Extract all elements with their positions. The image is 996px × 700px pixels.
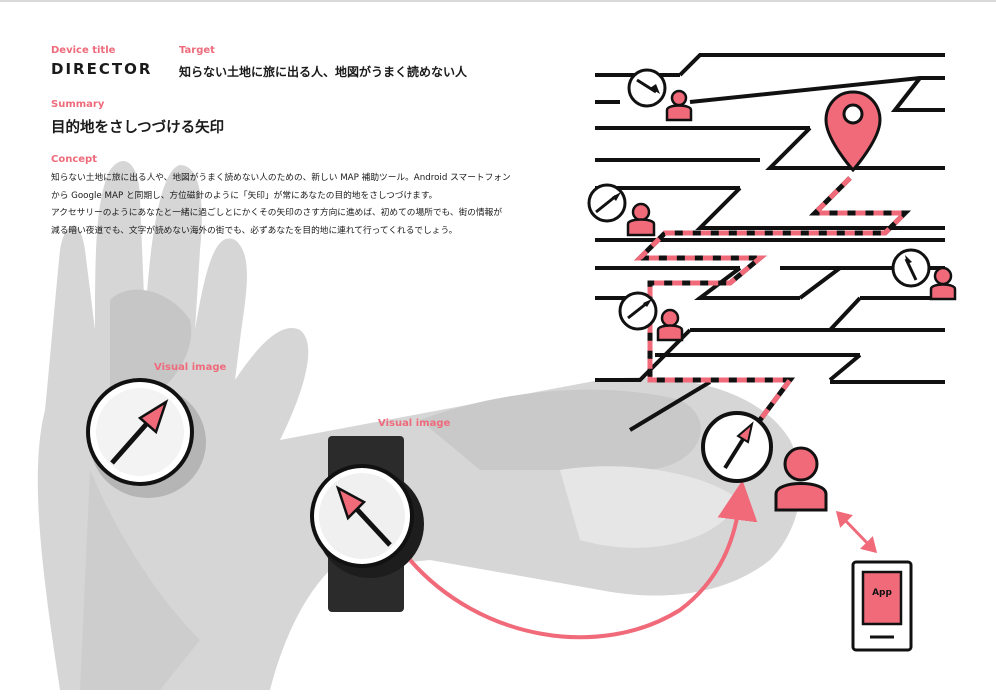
device-title-label: Device title <box>51 45 116 56</box>
map-compass-1 <box>627 68 667 108</box>
summary-text: 目的地をさしつづける矢印 <box>51 120 225 136</box>
route-path <box>633 176 912 422</box>
concept-line-3: アクセサリーのようにあなたと一緒に過ごしとにかくその矢印のさす方向に進めば、初め… <box>51 208 503 218</box>
summary-label: Summary <box>51 99 105 110</box>
map-compass-4 <box>618 291 658 331</box>
palm-compass <box>86 378 206 498</box>
app-screen-label: App <box>872 588 892 598</box>
wrist-watch <box>310 436 424 612</box>
person-icon-2 <box>626 202 656 237</box>
device-title: DIRECTOR <box>51 60 153 78</box>
concept-line-4: 減る暗い夜道でも、文字が読めない海外の街でも、必ずあなたを目的地に連れて行ってく… <box>51 225 458 236</box>
large-compass-icon <box>701 411 773 483</box>
person-icon-1 <box>665 89 693 122</box>
concept-label: Concept <box>51 154 97 165</box>
large-person-icon <box>774 446 828 512</box>
person-icon-4 <box>656 308 684 342</box>
map-compass-3 <box>891 248 931 288</box>
person-icon-3 <box>929 266 957 301</box>
map-compass-2 <box>587 183 627 223</box>
smartphone-icon <box>851 560 913 652</box>
target-text: 知らない土地に旅に出る人、地図がうまく読めない人 <box>179 65 468 79</box>
concept-line-2: から Google MAP と同期し、方位磁針のように「矢印」が常にあなたの目的… <box>51 190 438 201</box>
top-divider <box>0 0 996 2</box>
sync-curve-arrow <box>408 480 758 640</box>
watch-visual-label: Visual image <box>378 418 451 429</box>
double-arrow-icon <box>835 510 878 554</box>
concept-paragraph: 知らない土地に旅に出る人や、地図がうまく読めない人のための、新しい MAP 補助… <box>51 170 561 240</box>
target-label: Target <box>179 45 215 56</box>
map-pin-icon <box>824 90 882 173</box>
palm-visual-label: Visual image <box>154 362 227 373</box>
hand-illustration <box>37 161 801 690</box>
concept-line-1: 知らない土地に旅に出る人や、地図がうまく読めない人のための、新しい MAP 補助… <box>51 173 511 183</box>
